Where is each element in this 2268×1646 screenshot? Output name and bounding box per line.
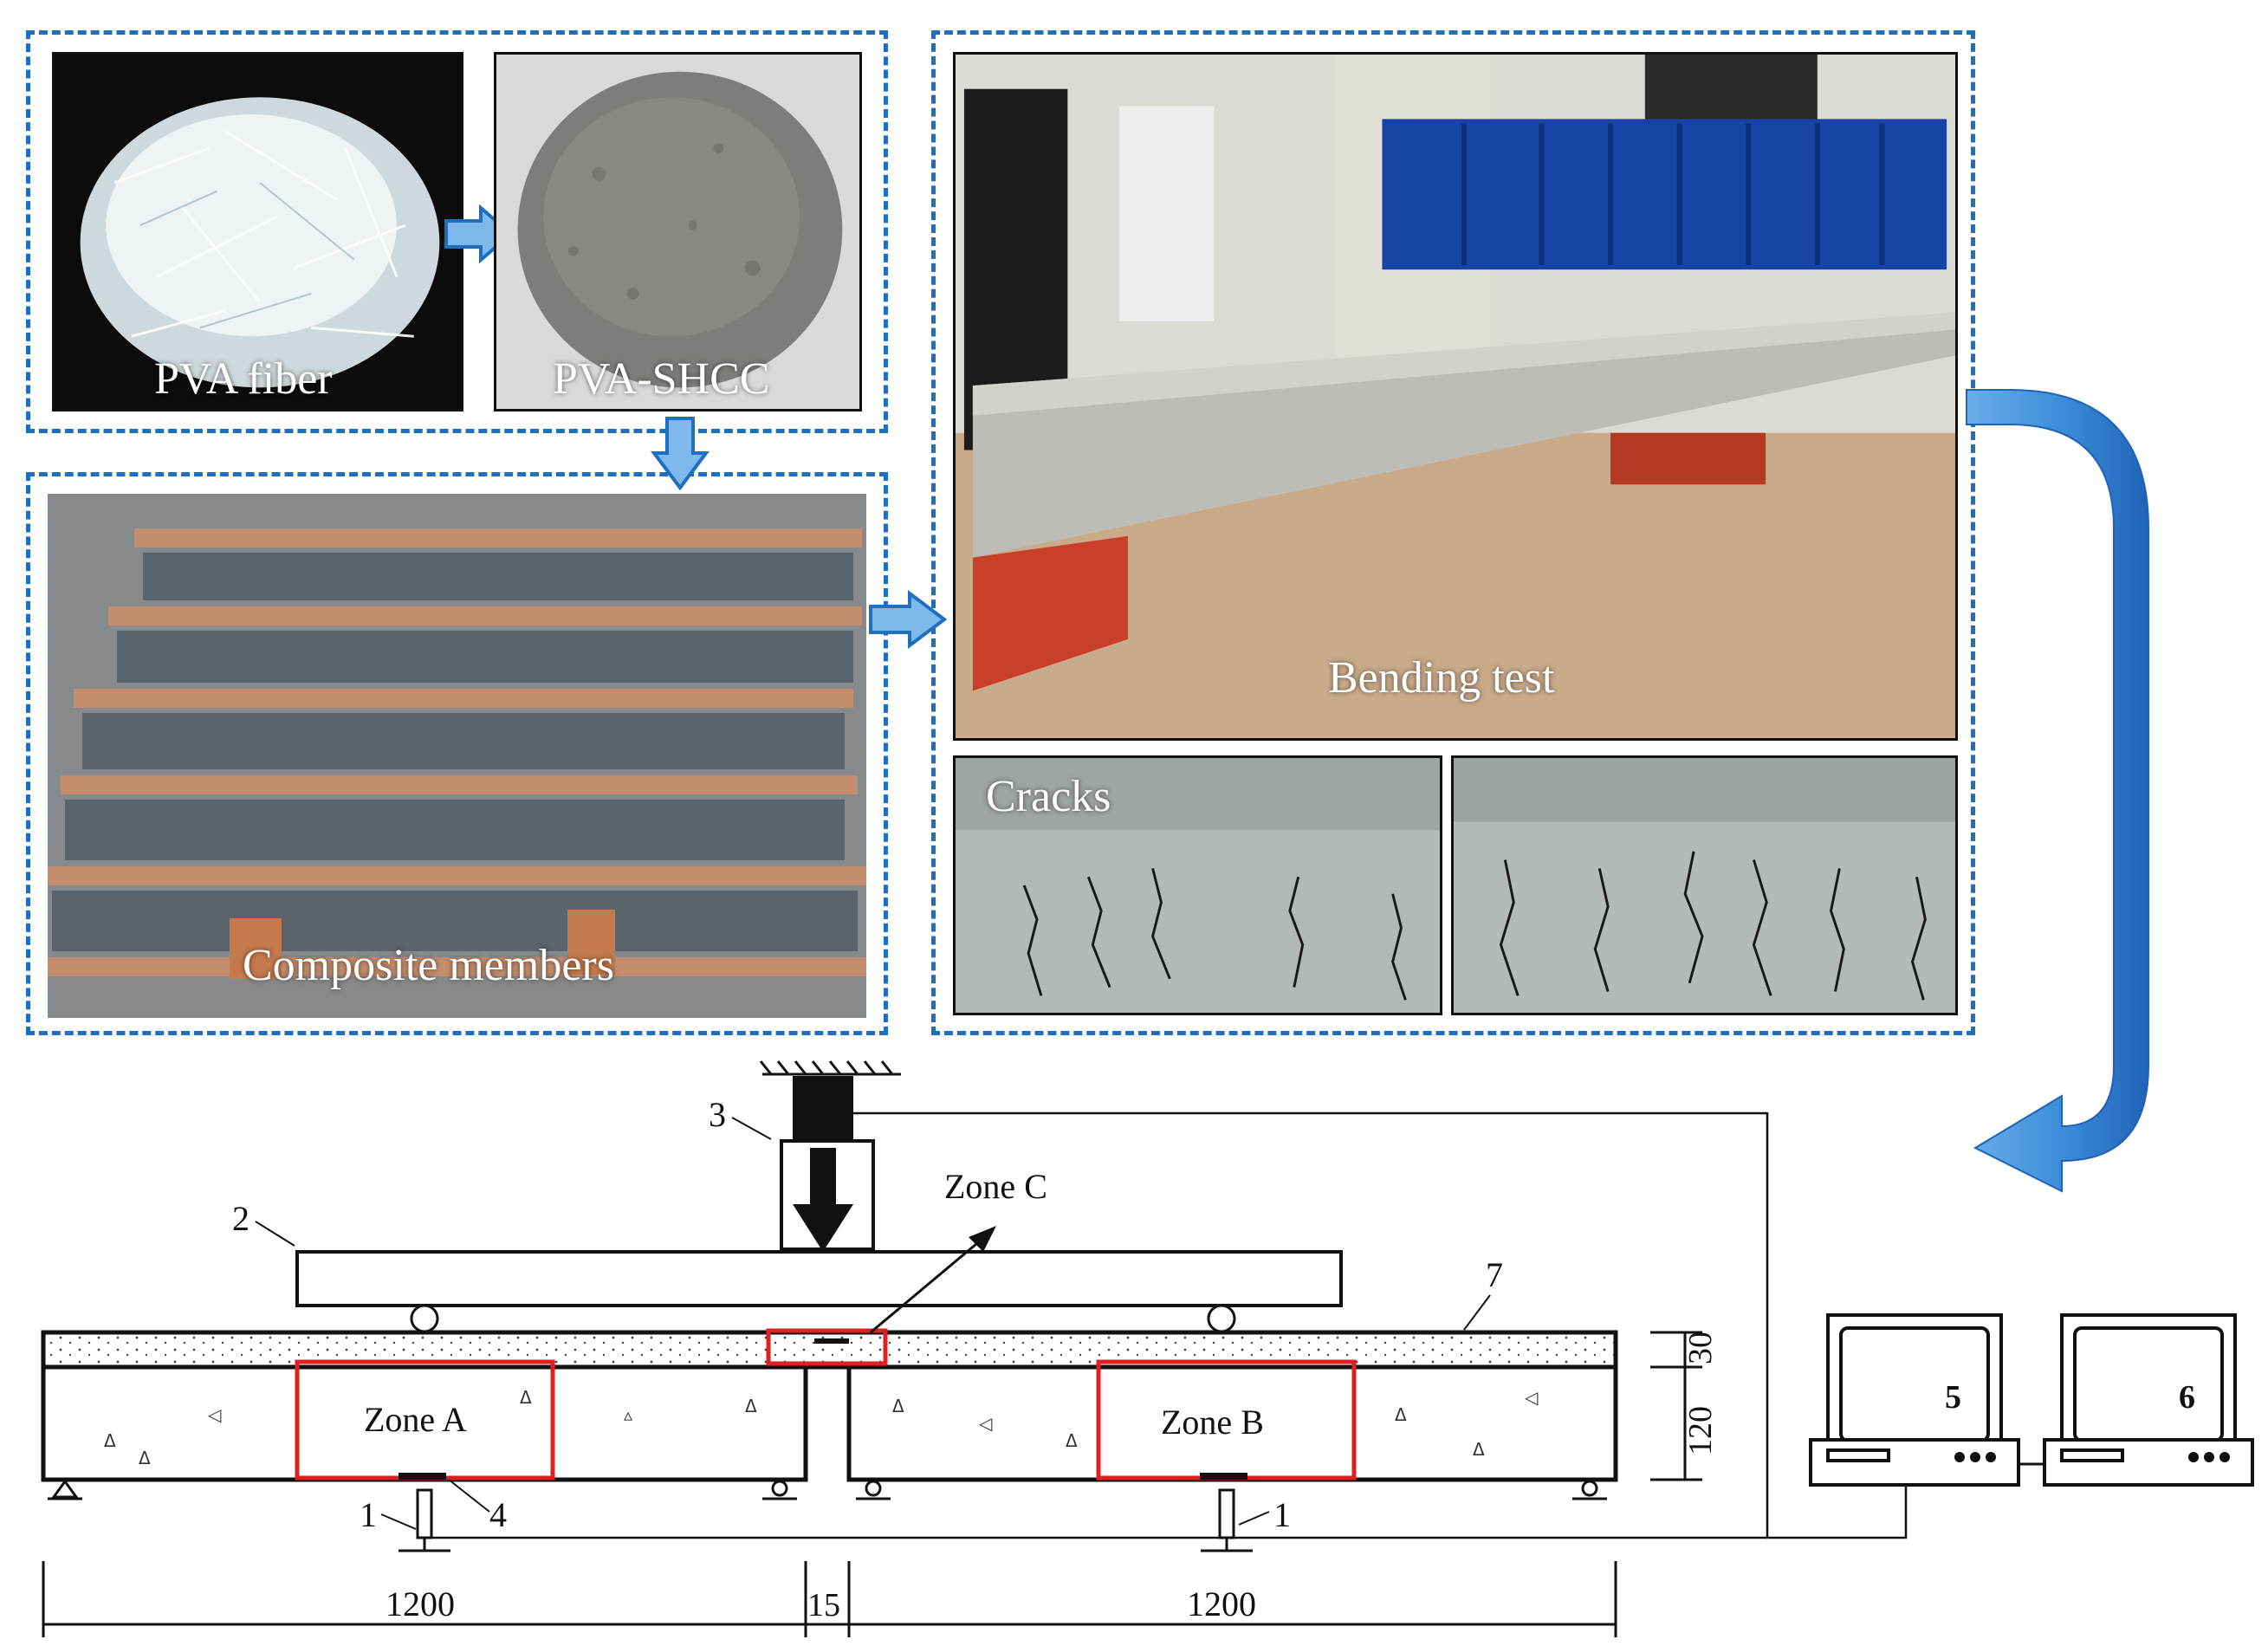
left-beam	[41, 1364, 808, 1482]
zone-b-label: Zone B	[1161, 1403, 1264, 1442]
svg-text:◁: ◁	[1524, 1387, 1539, 1408]
svg-text:Δ: Δ	[1473, 1439, 1485, 1460]
computer-5	[1809, 1313, 2020, 1487]
bending-test-photo: Bending test	[953, 52, 1958, 741]
materials-panel	[26, 30, 888, 433]
composite-panel	[26, 472, 888, 1035]
svg-text:Δ: Δ	[520, 1387, 532, 1408]
support-pins	[48, 1479, 1607, 1500]
svg-text:Δ: Δ	[745, 1396, 757, 1416]
svg-text:Δ: Δ	[139, 1448, 151, 1468]
svg-text:Δ: Δ	[1066, 1430, 1078, 1451]
arrow-down-icon	[651, 417, 710, 491]
lvdt-left	[416, 1488, 433, 1539]
pva-shcc-caption: PVA-SHCC	[553, 354, 770, 404]
bending-test-caption: Bending test	[1328, 653, 1555, 703]
computer-6	[2043, 1313, 2254, 1487]
callout-5: 5	[1945, 1379, 1961, 1416]
composite-members-photo: Composite members	[48, 494, 866, 1018]
svg-text:◁: ◁	[978, 1413, 993, 1434]
dim-top-layer: 30	[1682, 1332, 1719, 1364]
fixed-support-top	[759, 1060, 901, 1076]
svg-text:◁: ◁	[207, 1404, 222, 1425]
dim-gap: 15	[807, 1587, 840, 1623]
dim-right-span: 1200	[1187, 1584, 1256, 1623]
pva-fiber-photo: PVA fiber	[52, 52, 463, 412]
actuator	[793, 1076, 853, 1141]
svg-text:▵: ▵	[624, 1404, 632, 1425]
right-beam	[846, 1364, 1618, 1482]
zone-c-box	[766, 1328, 888, 1366]
zone-c-label: Zone C	[944, 1167, 1047, 1206]
arrow-right-icon	[869, 590, 948, 649]
callout-3: 3	[709, 1095, 726, 1134]
composite-members-caption: Composite members	[243, 941, 614, 990]
cracks-photo-right	[1451, 755, 1958, 1015]
callout-6: 6	[2179, 1379, 2195, 1416]
svg-text:Δ: Δ	[1395, 1404, 1407, 1425]
curved-arrow-icon	[1966, 389, 2149, 1193]
svg-text:Δ: Δ	[892, 1396, 904, 1416]
cracks-caption: Cracks	[986, 772, 1111, 821]
dim-base-height: 120	[1682, 1406, 1719, 1455]
svg-text:Δ: Δ	[104, 1430, 116, 1451]
pva-shcc-photo: PVA-SHCC	[494, 52, 862, 412]
cracks-photo-left: Cracks	[953, 755, 1442, 1015]
callout-1b: 1	[1273, 1495, 1291, 1534]
load-arrow	[793, 1148, 853, 1252]
callout-1a: 1	[360, 1495, 377, 1534]
test-panel	[931, 30, 1975, 1035]
callout-2: 2	[232, 1199, 249, 1238]
lvdt-right	[1218, 1488, 1235, 1539]
dim-left-span: 1200	[386, 1584, 455, 1623]
pva-fiber-caption: PVA fiber	[154, 354, 333, 404]
spreader-beam	[295, 1250, 1343, 1307]
callout-7: 7	[1486, 1255, 1503, 1294]
callout-4: 4	[489, 1495, 507, 1534]
zone-a-label: Zone A	[364, 1400, 467, 1439]
test-setup-schematic: Δ ◁ Δ ▵ Δ Δ ◁ Δ Δ ◁ Δ Δ Zone A Zone B Zone C	[41, 1060, 2254, 1637]
